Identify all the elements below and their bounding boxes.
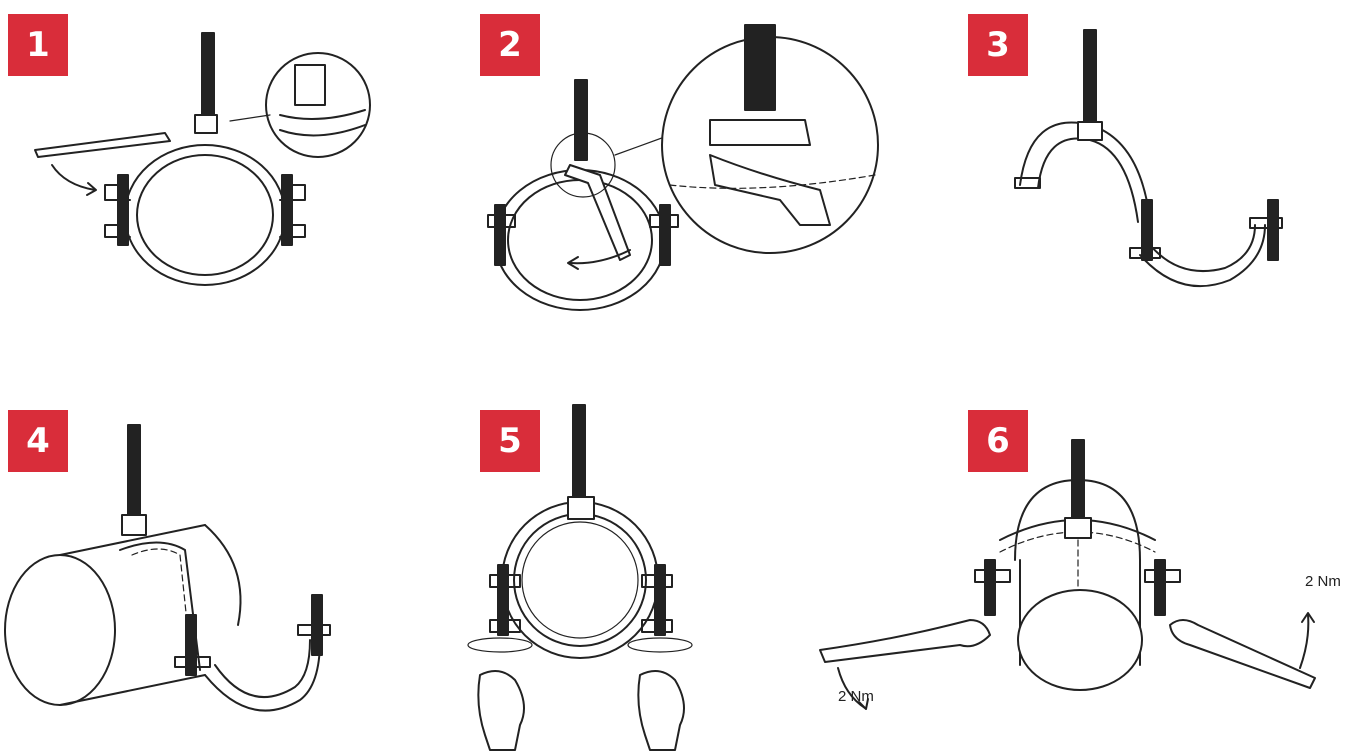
step-2-illustration (487, 24, 879, 311)
wrench-icon (34, 132, 171, 158)
step-3-illustration (1014, 29, 1283, 288)
threaded-rod-icon (1083, 29, 1097, 126)
threaded-rod-icon (574, 79, 588, 161)
step-4-illustration (4, 424, 331, 712)
step-badge-6: 6 (968, 410, 1028, 472)
step-badge-1: 1 (8, 14, 68, 76)
rotation-arrow-icon (467, 637, 693, 653)
pipe-clamp-icon (487, 169, 679, 311)
step-badge-4: 4 (8, 410, 68, 472)
wrench-icon (819, 619, 1316, 689)
rotation-arrow-icon (51, 164, 97, 196)
pipe-icon (4, 524, 242, 706)
wrench-icon (564, 164, 631, 261)
step-badge-2: 2 (480, 14, 540, 76)
step-1-illustration (34, 32, 371, 286)
rotation-arrow-icon (837, 612, 1315, 710)
threaded-rod-icon (201, 32, 215, 124)
rotation-arrow-icon (567, 249, 631, 270)
step-5-illustration (467, 404, 693, 751)
pipe-clamp-icon (1014, 121, 1283, 288)
threaded-rod-icon (572, 404, 586, 501)
pipe-clamp-icon (104, 114, 306, 286)
torque-label-right: 2 Nm (1305, 573, 1341, 590)
hands-icon (477, 670, 685, 751)
step-6-illustration (819, 439, 1316, 710)
step-badge-5: 5 (480, 410, 540, 472)
torque-label-left: 2 Nm (838, 688, 874, 705)
threaded-rod-icon (127, 424, 141, 521)
step-badge-3: 3 (968, 14, 1028, 76)
pipe-clamp-icon (489, 496, 673, 659)
threaded-rod-icon (1071, 439, 1085, 526)
pipe-clamp-icon (119, 514, 331, 712)
pipe-clamp-icon (974, 517, 1181, 616)
